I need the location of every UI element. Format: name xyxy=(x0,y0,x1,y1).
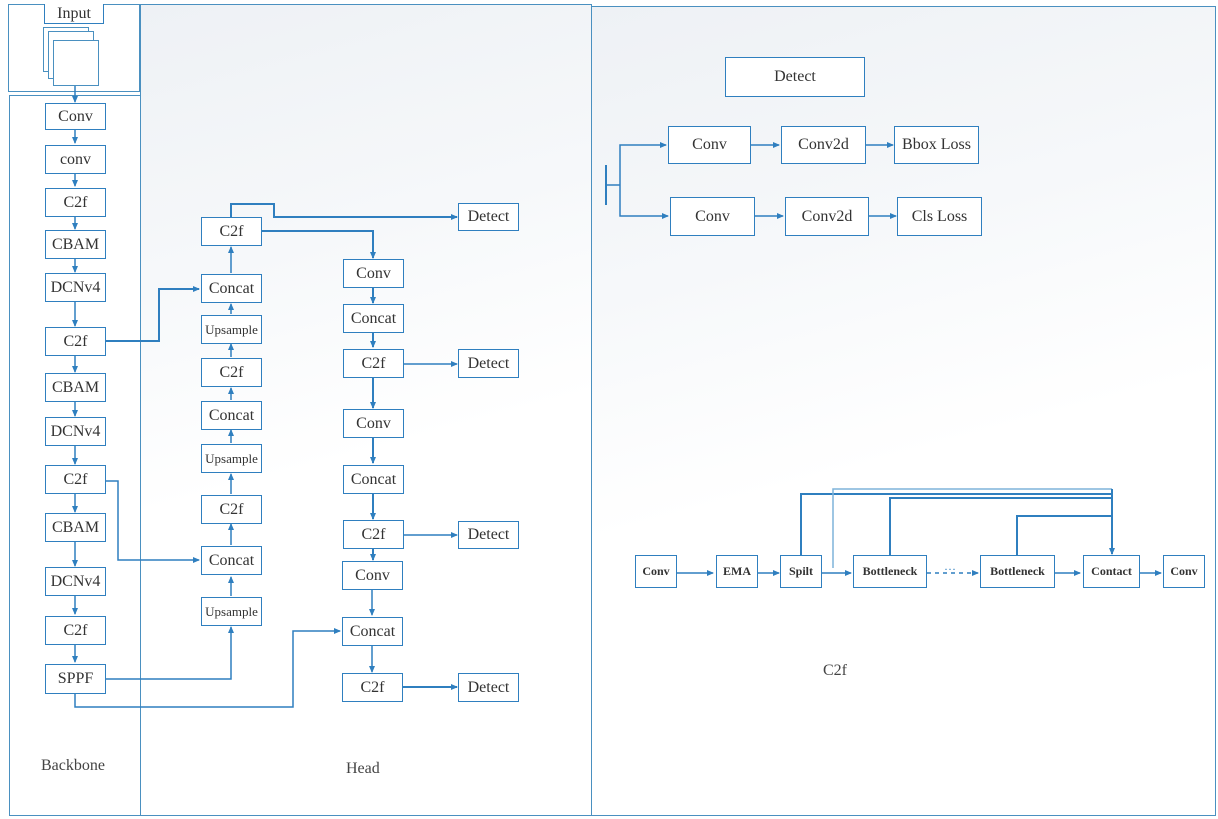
head-label: Head xyxy=(346,760,380,777)
edge xyxy=(230,203,458,220)
bbox-loss: Bbox Loss xyxy=(894,126,979,164)
neck-up-upsample-3: Upsample xyxy=(201,597,262,626)
neck-down-concat-1: Concat xyxy=(343,304,404,333)
backbone-node-cbam-3: CBAM xyxy=(45,513,106,542)
edge xyxy=(106,480,200,563)
backbone-node-conv-2: conv xyxy=(45,145,106,174)
c2f-module-bottleneck-1: Bottleneck xyxy=(853,555,927,588)
detect-output-2: Detect xyxy=(458,349,519,378)
neck-up-concat-1: Concat xyxy=(201,274,262,303)
backbone-node-c2f-2: C2f xyxy=(45,327,106,356)
backbone-label: Backbone xyxy=(41,757,105,774)
neck-down-conv-1: Conv xyxy=(343,259,404,288)
neck-up-upsample-1: Upsample xyxy=(201,315,262,344)
backbone-node-sppf: SPPF xyxy=(45,664,106,694)
backbone-node-dcnv4-1: DCNv4 xyxy=(45,273,106,302)
neck-up-concat-3: Concat xyxy=(201,546,262,575)
backbone-node-dcnv4-3: DCNv4 xyxy=(45,567,106,596)
edge xyxy=(106,286,200,342)
neck-up-upsample-2: Upsample xyxy=(201,444,262,473)
neck-down-conv-3: Conv xyxy=(342,561,403,590)
edge xyxy=(619,185,669,219)
detect-output-3: Detect xyxy=(458,521,519,549)
backbone-node-c2f-1: C2f xyxy=(45,188,106,217)
cls-branch-conv: Conv xyxy=(670,197,755,236)
c2f-module-conv-out: Conv xyxy=(1163,555,1205,588)
c2f-module-contact: Contact xyxy=(1083,555,1140,588)
bbox-branch-conv2d: Conv2d xyxy=(781,126,866,164)
detect-output-4: Detect xyxy=(458,673,519,702)
c2f-module-bottleneck-2: Bottleneck xyxy=(980,555,1055,588)
cls-branch-conv2d: Conv2d xyxy=(785,197,869,236)
edge xyxy=(74,628,341,708)
neck-down-concat-3: Concat xyxy=(342,617,403,646)
c2f-caption: C2f xyxy=(823,662,847,679)
edge xyxy=(106,626,234,680)
backbone-node-cbam-1: CBAM xyxy=(45,230,106,259)
neck-down-c2f-1: C2f xyxy=(343,349,404,378)
backbone-node-c2f-4: C2f xyxy=(45,616,106,645)
input-label: Input xyxy=(44,4,104,24)
neck-down-concat-2: Concat xyxy=(343,465,404,494)
neck-down-conv-2: Conv xyxy=(343,409,404,438)
detect-output-1: Detect xyxy=(458,203,519,231)
neck-down-c2f-3: C2f xyxy=(342,673,403,702)
bbox-branch-conv: Conv xyxy=(668,126,751,164)
edge xyxy=(262,230,376,259)
c2f-module-split: Spilt xyxy=(780,555,822,588)
edge xyxy=(889,497,1112,555)
neck-up-c2f-3: C2f xyxy=(201,495,262,524)
neck-down-c2f-2: C2f xyxy=(343,520,404,549)
detect-head-title: Detect xyxy=(725,57,865,97)
c2f-module-ellipsis: ··· xyxy=(944,562,956,576)
backbone-node-cbam-2: CBAM xyxy=(45,373,106,402)
neck-up-concat-2: Concat xyxy=(201,401,262,430)
edge xyxy=(1016,515,1112,555)
neck-up-c2f-2: C2f xyxy=(201,358,262,387)
backbone-node-dcnv4-2: DCNv4 xyxy=(45,417,106,446)
backbone-node-c2f-3: C2f xyxy=(45,465,106,494)
edge xyxy=(832,488,1112,568)
edge xyxy=(800,493,1111,555)
cls-loss: Cls Loss xyxy=(897,197,982,236)
c2f-module-conv-in: Conv xyxy=(635,555,677,588)
c2f-module-ema: EMA xyxy=(716,555,758,588)
edge xyxy=(619,142,667,185)
backbone-node-conv: Conv xyxy=(45,103,106,130)
neck-up-c2f-top: C2f xyxy=(201,217,262,246)
